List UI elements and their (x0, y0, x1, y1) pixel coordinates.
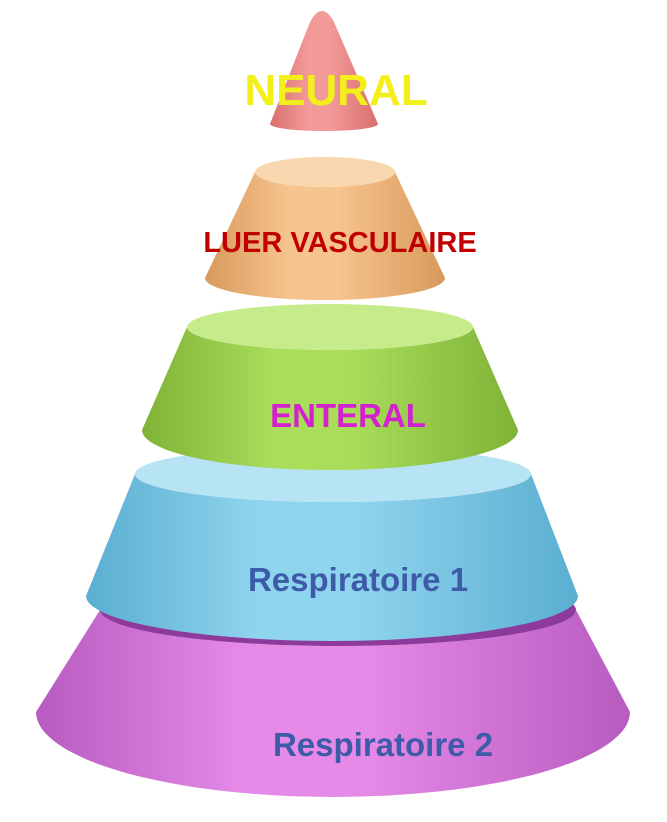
tier-respiratoire-1-body (86, 474, 578, 641)
tier-respiratoire-1-label: Respiratoire 1 (248, 561, 468, 598)
tier-neural: NEURAL (244, 11, 428, 131)
tier-respiratoire-2-body (36, 610, 630, 797)
tier-luer-vasculaire-top (255, 157, 395, 187)
tier-respiratoire-2-label: Respiratoire 2 (273, 726, 493, 763)
tier-luer-vasculaire-label: LUER VASCULAIRE (203, 227, 476, 259)
tier-enteral-label: ENTERAL (270, 397, 426, 434)
tier-enteral-top (187, 304, 473, 350)
tier-neural-body (270, 11, 378, 131)
tier-neural-label: NEURAL (244, 66, 427, 115)
tier-enteral: ENTERAL (142, 304, 518, 470)
tier-luer-vasculaire-body (205, 172, 445, 300)
tier-respiratoire-1: Respiratoire 1 (86, 446, 578, 641)
tier-enteral-body (142, 327, 518, 470)
tier-luer-vasculaire: LUER VASCULAIRE (203, 157, 477, 300)
